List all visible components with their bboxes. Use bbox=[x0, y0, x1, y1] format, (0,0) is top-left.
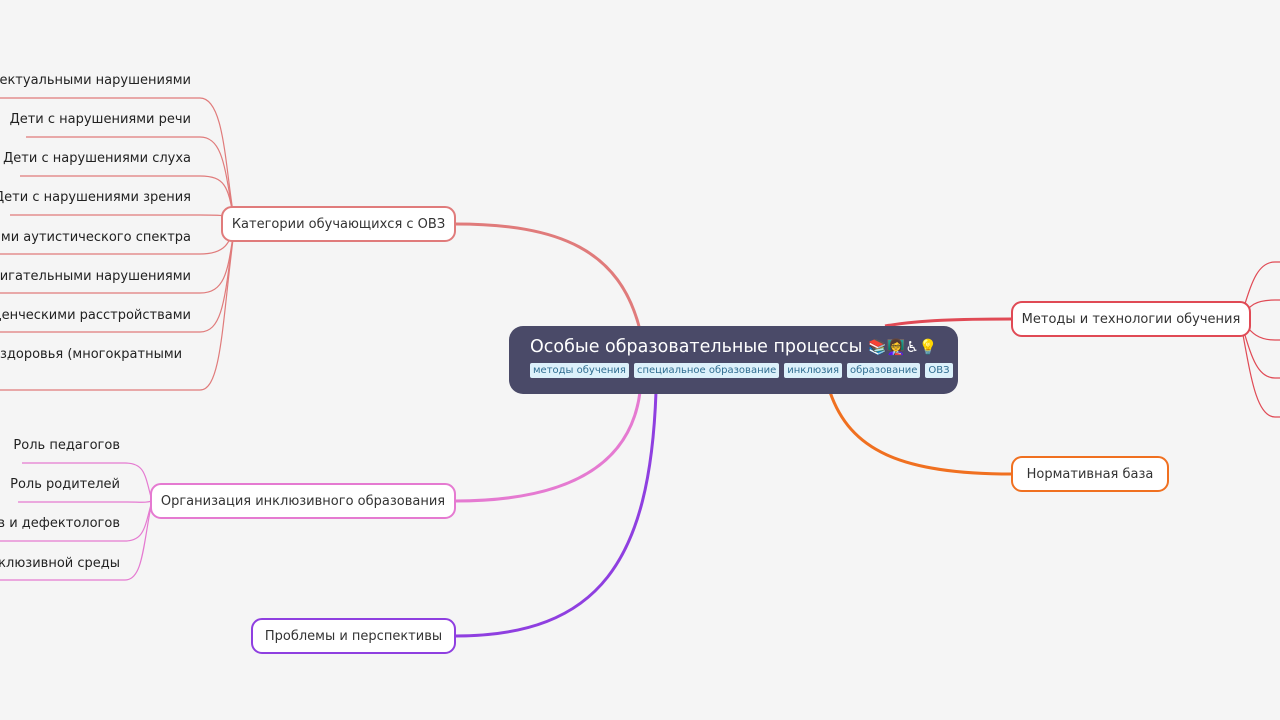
inclusive-item[interactable]: Роль педагогов bbox=[13, 438, 120, 453]
central-topic[interactable]: Особые образовательные процессы 📚👩‍🏫♿💡 м… bbox=[509, 326, 958, 394]
inclusive-item[interactable]: гов и дефектологов bbox=[0, 516, 120, 531]
connector-normative bbox=[828, 391, 1013, 476]
methods-child-connectors bbox=[1239, 261, 1280, 418]
tag[interactable]: специальное образование bbox=[633, 363, 780, 378]
category-item[interactable]: двигательными нарушениями bbox=[0, 269, 191, 284]
category-item[interactable]: здоровья (многократными bbox=[0, 347, 183, 362]
branch-label: Организация инклюзивного образования bbox=[160, 493, 446, 509]
topic-emoji-icons: 📚👩‍🏫♿💡 bbox=[868, 338, 938, 356]
category-item[interactable]: Дети с нарушениями слуха bbox=[3, 151, 191, 166]
branch-label: Категории обучающихся с ОВЗ bbox=[231, 216, 446, 232]
branch-label: Проблемы и перспективы bbox=[264, 628, 443, 644]
connector-categories bbox=[454, 222, 642, 331]
category-item[interactable]: веденческими расстройствами bbox=[0, 308, 191, 323]
connector-inclusive bbox=[454, 391, 642, 503]
connector-problems bbox=[454, 391, 658, 638]
topic-tags: методы обучения специальное образование … bbox=[530, 363, 953, 378]
category-item[interactable]: Дети с нарушениями речи bbox=[9, 112, 191, 127]
branch-normative[interactable]: Нормативная база bbox=[1011, 456, 1169, 492]
inclusive-item[interactable]: нклюзивной среды bbox=[0, 556, 120, 571]
branch-inclusive[interactable]: Организация инклюзивного образования bbox=[150, 483, 456, 519]
central-topic-title: Особые образовательные процессы bbox=[530, 337, 863, 357]
inclusive-item[interactable]: Роль родителей bbox=[10, 477, 120, 492]
branch-categories[interactable]: Категории обучающихся с ОВЗ bbox=[221, 206, 456, 242]
connector-methods bbox=[884, 317, 1013, 328]
branch-label: Методы и технологии обучения bbox=[1021, 311, 1241, 327]
branch-problems[interactable]: Проблемы и перспективы bbox=[251, 618, 456, 654]
branch-methods[interactable]: Методы и технологии обучения bbox=[1011, 301, 1251, 337]
tag[interactable]: методы обучения bbox=[530, 363, 629, 378]
category-item[interactable]: Дети с нарушениями зрения bbox=[0, 190, 191, 205]
category-item[interactable]: твами аутистического спектра bbox=[0, 230, 191, 245]
tag[interactable]: ОВЗ bbox=[925, 363, 953, 378]
tag[interactable]: образование bbox=[846, 363, 921, 378]
branch-label: Нормативная база bbox=[1026, 466, 1154, 482]
tag[interactable]: инклюзия bbox=[784, 363, 842, 378]
category-item[interactable]: ллектуальными нарушениями bbox=[0, 73, 191, 88]
